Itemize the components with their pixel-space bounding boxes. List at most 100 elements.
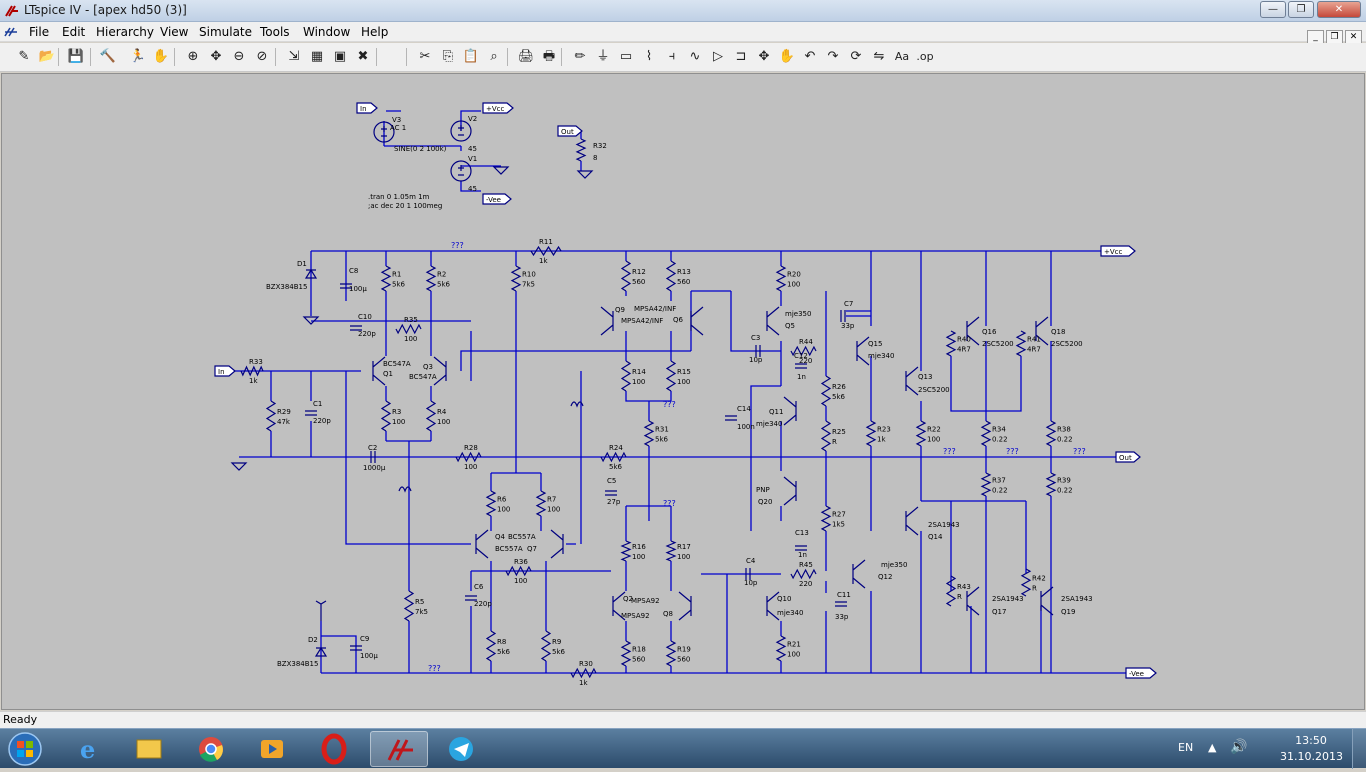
schematic-label: 5k6	[609, 463, 623, 471]
schematic-label: 33p	[835, 613, 849, 621]
run-icon[interactable]: 🏃	[129, 49, 147, 64]
minimize-button[interactable]: —	[1260, 1, 1286, 18]
language-indicator[interactable]: EN	[1178, 741, 1194, 754]
move-icon[interactable]: ✥	[758, 49, 770, 64]
capacitor-symbol	[840, 310, 846, 322]
document-icon[interactable]	[3, 24, 19, 40]
capacitor-symbol	[370, 451, 376, 463]
schematic-label: MPSA42/INF	[621, 317, 663, 325]
print-setup-icon[interactable]: 🖨	[517, 49, 535, 64]
schematic-label: R30	[579, 660, 593, 668]
start-button-icon[interactable]	[4, 730, 46, 768]
spice-directive-icon[interactable]: .op	[916, 50, 934, 63]
menu-view[interactable]: View	[160, 25, 189, 39]
mirror-icon[interactable]: ⇋	[873, 49, 885, 64]
open-icon[interactable]: 📂	[38, 49, 56, 64]
schematic-label: SINE(0 2 100k)	[394, 145, 447, 153]
schematic-label: AC 1	[390, 124, 406, 132]
schematic-label: R45	[799, 561, 813, 569]
diode-icon[interactable]: ▷	[713, 49, 723, 64]
close-button[interactable]: ✕	[1317, 1, 1361, 18]
show-hidden-icons-icon[interactable]: ▲	[1208, 741, 1217, 754]
pan-icon[interactable]: ✥	[210, 49, 222, 64]
control-panel-icon[interactable]: 🔨	[99, 49, 117, 64]
halt-icon[interactable]: ✋	[152, 49, 170, 64]
cascade-icon[interactable]: ▣	[333, 49, 347, 64]
schematic-label: MPSA42/INF	[634, 305, 676, 313]
schematic-label: R27	[832, 511, 846, 519]
taskbar-opera[interactable]	[305, 731, 363, 767]
transistor-symbol	[372, 356, 386, 386]
zoom-in-icon[interactable]: ⊕	[187, 49, 199, 64]
schematic-label: D1	[297, 260, 307, 268]
text-icon[interactable]: Aa	[894, 50, 910, 63]
label-net-icon[interactable]: ▭	[619, 49, 633, 64]
taskbar-explorer[interactable]	[120, 731, 178, 767]
schematic-label: C8	[349, 267, 358, 275]
rotate-icon[interactable]: ⟳	[850, 49, 862, 64]
schematic-label: 0.22	[992, 436, 1008, 444]
schematic-label: 5k6	[392, 281, 406, 289]
schematic-label: 100	[677, 553, 690, 561]
paste-icon[interactable]: 📋	[462, 49, 480, 64]
draw-wire-icon[interactable]: ✏	[574, 49, 586, 64]
volume-icon[interactable]: 🔊	[1230, 739, 1248, 755]
mdi-restore-button[interactable]: ❐	[1326, 30, 1343, 45]
schematic-label: R3	[392, 408, 401, 416]
schematic-label: 1k	[579, 679, 588, 687]
ground-symbol	[302, 316, 320, 325]
schematic-label: R	[957, 593, 962, 601]
new-schematic-icon[interactable]: ✎	[18, 49, 30, 64]
taskbar-chrome[interactable]	[182, 731, 240, 767]
taskbar-ie[interactable]: e	[60, 731, 118, 767]
tile-icon[interactable]: ▦	[310, 49, 324, 64]
system-tray: EN ▲ 🔊 13:50 31.10.2013	[1166, 729, 1366, 769]
schematic-label: R38	[1057, 426, 1071, 434]
clock-date[interactable]: 31.10.2013	[1280, 750, 1343, 763]
taskbar-media[interactable]	[243, 731, 301, 767]
resistor-icon[interactable]: ⌇	[645, 49, 653, 64]
schematic-label: 2SC5200	[918, 386, 950, 394]
inductor-icon[interactable]: ∿	[689, 49, 701, 64]
capacitor-icon[interactable]: ⫞	[668, 49, 676, 64]
drag-icon[interactable]: ✋	[778, 49, 796, 64]
menu-window[interactable]: Window	[303, 25, 351, 39]
schematic-label: 27p	[607, 498, 621, 506]
schematic-label: R40	[957, 336, 971, 344]
net-port	[1115, 451, 1141, 463]
menu-simulate[interactable]: Simulate	[199, 25, 253, 39]
taskbar-ltspice[interactable]	[370, 731, 428, 767]
print-icon[interactable]: 🖶	[542, 49, 556, 64]
menu-edit[interactable]: Edit	[62, 25, 86, 39]
menu-tools[interactable]: Tools	[260, 25, 290, 39]
show-desktop-button[interactable]	[1352, 729, 1366, 769]
ground-icon[interactable]: ⏚	[596, 49, 610, 64]
transistor-symbol	[475, 529, 489, 559]
schematic-label: 100	[437, 418, 450, 426]
menu-hierarchy[interactable]: Hierarchy	[96, 25, 155, 39]
transistor-symbol	[433, 356, 447, 386]
schematic-label: 2SA1943	[928, 521, 960, 529]
clock-time[interactable]: 13:50	[1295, 734, 1327, 747]
component-icon[interactable]: ⊐	[735, 49, 747, 64]
maximize-button[interactable]: ❐	[1288, 1, 1314, 18]
schematic-label: 100n	[737, 423, 755, 431]
save-icon[interactable]: 💾	[67, 49, 85, 64]
autoscale-icon[interactable]: ⇲	[288, 49, 300, 64]
menu-help[interactable]: Help	[361, 25, 389, 39]
close-window-icon[interactable]: ✖	[357, 49, 369, 64]
redo-icon[interactable]: ↷	[827, 49, 839, 64]
zoom-cancel-icon[interactable]: ⊘	[256, 49, 268, 64]
find-icon[interactable]: ⌕	[490, 49, 498, 64]
zoom-out-icon[interactable]: ⊖	[233, 49, 245, 64]
menu-file[interactable]: File	[29, 25, 50, 39]
cut-icon[interactable]: ✂	[419, 49, 431, 64]
transistor-symbol	[1040, 586, 1054, 616]
toolbar-separator	[275, 48, 276, 66]
undo-icon[interactable]: ↶	[804, 49, 816, 64]
taskbar-telegram[interactable]	[432, 731, 490, 767]
schematic-label: 100	[677, 378, 690, 386]
copy-icon[interactable]: ⎘	[442, 49, 454, 64]
